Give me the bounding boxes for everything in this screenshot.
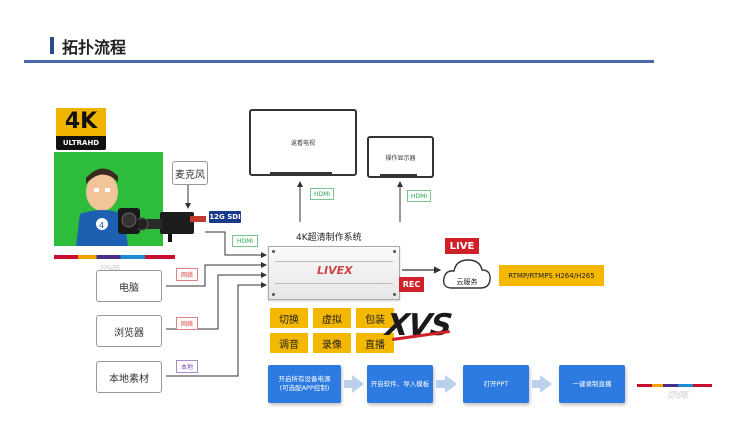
12g-sdi-badge: 12G SDI [209, 211, 241, 223]
tv-stand [270, 172, 332, 175]
flow-step-3: 打开PPT [463, 365, 529, 403]
title-divider [24, 60, 654, 63]
local-media-source: 本地素材 [96, 361, 162, 393]
function-switch: 切换 [270, 308, 308, 328]
presenter-character: 4 [76, 168, 140, 246]
production-system-device: LIVEX [268, 246, 400, 300]
microphone-label: 麦克风 [175, 169, 205, 181]
greenscreen-image: 4 [54, 152, 163, 246]
flow-arrow-3 [540, 375, 552, 393]
flow-arrow-3-body [532, 380, 540, 388]
local-media-line [166, 282, 267, 377]
tv-monitor-label: 返看电视 [290, 140, 315, 147]
network-tag-computer: 网络 [176, 268, 198, 281]
operator-display: 操作显示器 [367, 136, 434, 178]
camera-line [205, 231, 267, 258]
flow-step-2: 开启软件、导入模板 [367, 365, 433, 403]
system-label: 4K超清制作系统 [296, 233, 362, 243]
browser-source: 浏览器 [96, 315, 162, 347]
flow-arrow-1 [352, 375, 364, 393]
browser-label: 浏览器 [114, 327, 144, 339]
flow-step-4: 一键录制直播 [559, 365, 625, 403]
computer-source: 电脑 [96, 270, 162, 302]
rec-badge: REC [399, 277, 424, 292]
computer-line [166, 262, 267, 287]
hdmi-tag-tv: HDMI [310, 188, 334, 200]
flow-arrow-2-body [436, 380, 445, 388]
network-tag-browser: 网络 [176, 317, 198, 330]
hdmi-tag-camera: HDMI [232, 235, 258, 247]
brand-stripe [54, 255, 175, 259]
operator-display-stand [380, 174, 417, 177]
ultrahd-label: ULTRAHD [62, 139, 100, 147]
function-live: 直播 [356, 333, 394, 353]
title-accent-bar [50, 37, 54, 54]
live-badge: LIVE [445, 238, 479, 254]
protocol-box: RTMP/RTMPS H264/H265 [499, 265, 604, 286]
page-title: 拓扑流程 [62, 38, 127, 57]
svg-text:4: 4 [99, 221, 104, 230]
function-audio: 调音 [270, 333, 308, 353]
4k-label: 4K [56, 108, 106, 136]
microphone-box: 麦克风 [172, 161, 208, 185]
flow-arrow-1-body [344, 380, 352, 388]
cloud-label: 云服务 [456, 278, 478, 286]
livex-logo: LIVEX [317, 264, 353, 277]
4k-uhd-badge: 4K ULTRAHD [56, 108, 106, 150]
tv-monitor: 返看电视 [249, 109, 357, 176]
hdmi-tag-display: HDMI [407, 190, 431, 202]
computer-label: 电脑 [119, 282, 139, 294]
function-record: 录像 [313, 333, 351, 353]
flow-arrow-2 [445, 375, 457, 393]
local-media-label: 本地素材 [109, 373, 149, 385]
corner-brand-stripe [637, 384, 712, 387]
corner-xvs-logo: XVS [668, 391, 689, 401]
cinema-camera-icon [138, 212, 206, 242]
flow-step-1: 开启所有设备电源 (可选配APP控制) [268, 365, 341, 403]
function-virtual: 虚拟 [313, 308, 351, 328]
cloud-icon [442, 259, 491, 289]
local-tag: 本地 [176, 360, 198, 373]
operator-display-label: 操作显示器 [385, 154, 416, 162]
function-packaging: 包装 [356, 308, 394, 328]
